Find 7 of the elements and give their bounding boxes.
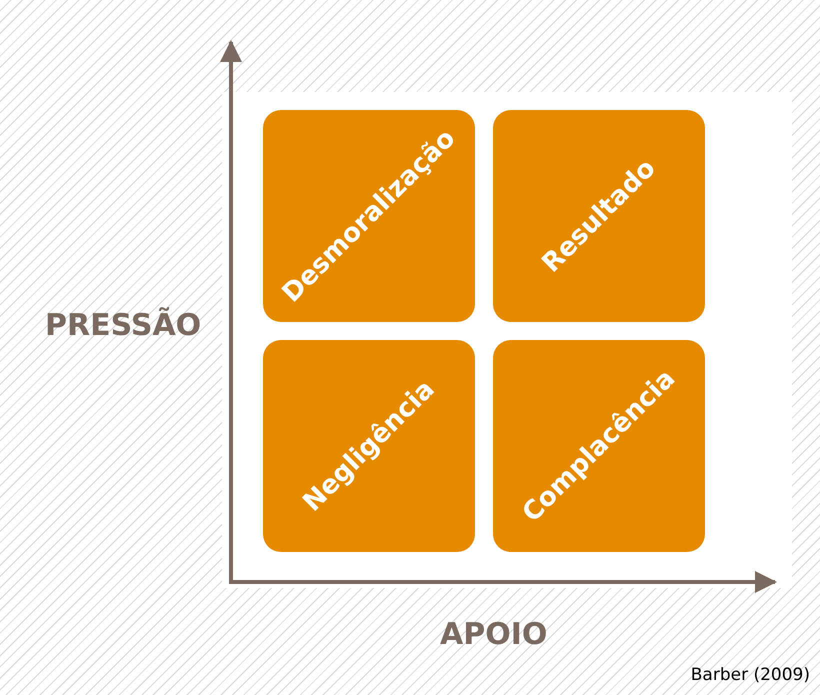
- source-citation: Barber (2009): [690, 665, 810, 685]
- quadrant-box: [263, 110, 475, 322]
- quadrant-box: [493, 110, 705, 322]
- y-axis-label: PRESSÃO: [45, 308, 202, 343]
- quadrant-box: [493, 340, 705, 552]
- x-axis-label: APOIO: [440, 617, 548, 652]
- quadrant-box: [263, 340, 475, 552]
